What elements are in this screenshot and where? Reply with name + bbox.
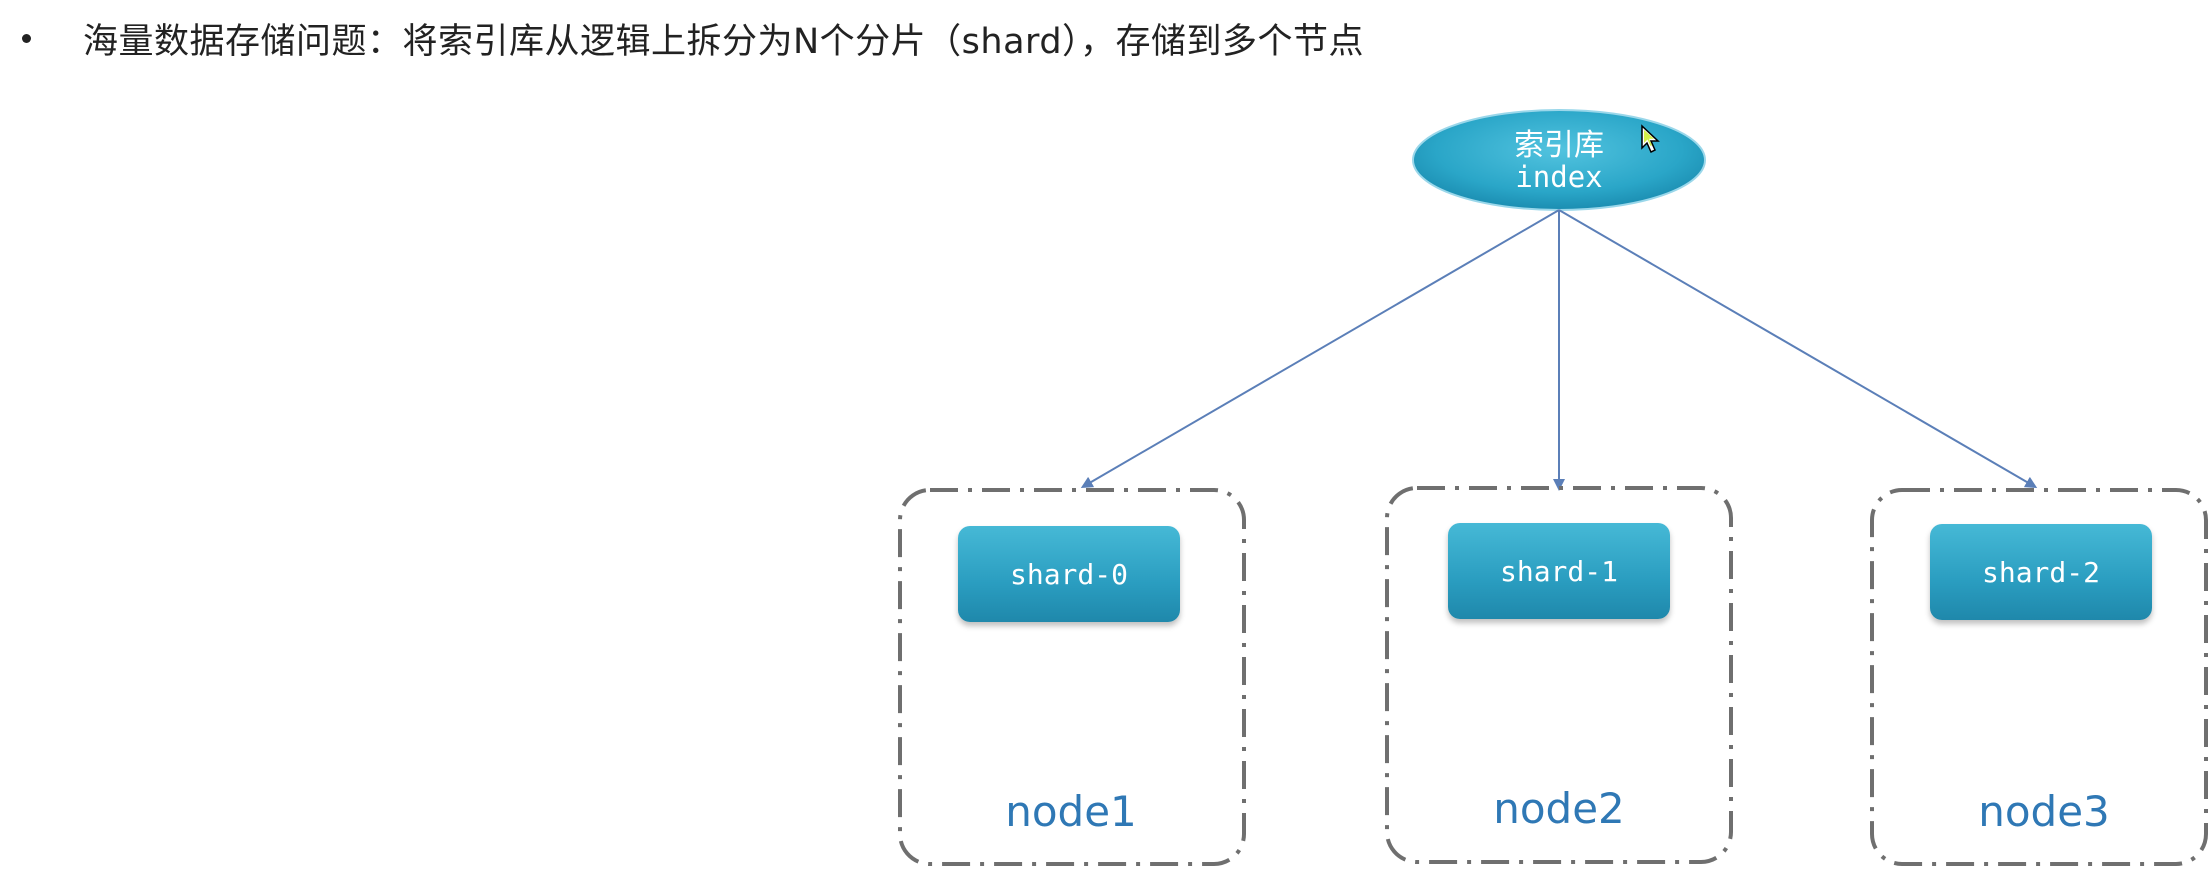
shard-1-label: shard-1 [1499,554,1618,588]
index-label-cn: 索引库 [1514,128,1604,163]
arrow-to-shard-2 [1558,209,2038,489]
node1-label: node1 [1005,787,1137,836]
node-box-2-outline [1385,486,1733,864]
bullet-dot [22,33,31,43]
bullet-text: 海量数据存储问题：将索引库从逻辑上拆分为N个分片（shard），存储到多个节点 [83,21,1365,62]
node2-label: node2 [1493,784,1625,833]
index-label-en: index [1515,160,1603,194]
node-box-1-outline [898,488,1246,866]
shard-0-label: shard-0 [1009,557,1128,591]
mouse-pointer-icon [1640,124,1660,158]
bullet-point: 海量数据存储问题：将索引库从逻辑上拆分为N个分片（shard），存储到多个节点 [14,10,1364,66]
node-box-3-outline [1870,488,2208,866]
shard-2-box: shard-2 [1930,524,2152,620]
arrow-to-shard-0 [1080,209,1560,489]
node3-label: node3 [1978,787,2110,836]
shard-1-box: shard-1 [1448,523,1670,619]
shard-2-label: shard-2 [1981,555,2100,589]
shard-0-box: shard-0 [958,526,1180,622]
